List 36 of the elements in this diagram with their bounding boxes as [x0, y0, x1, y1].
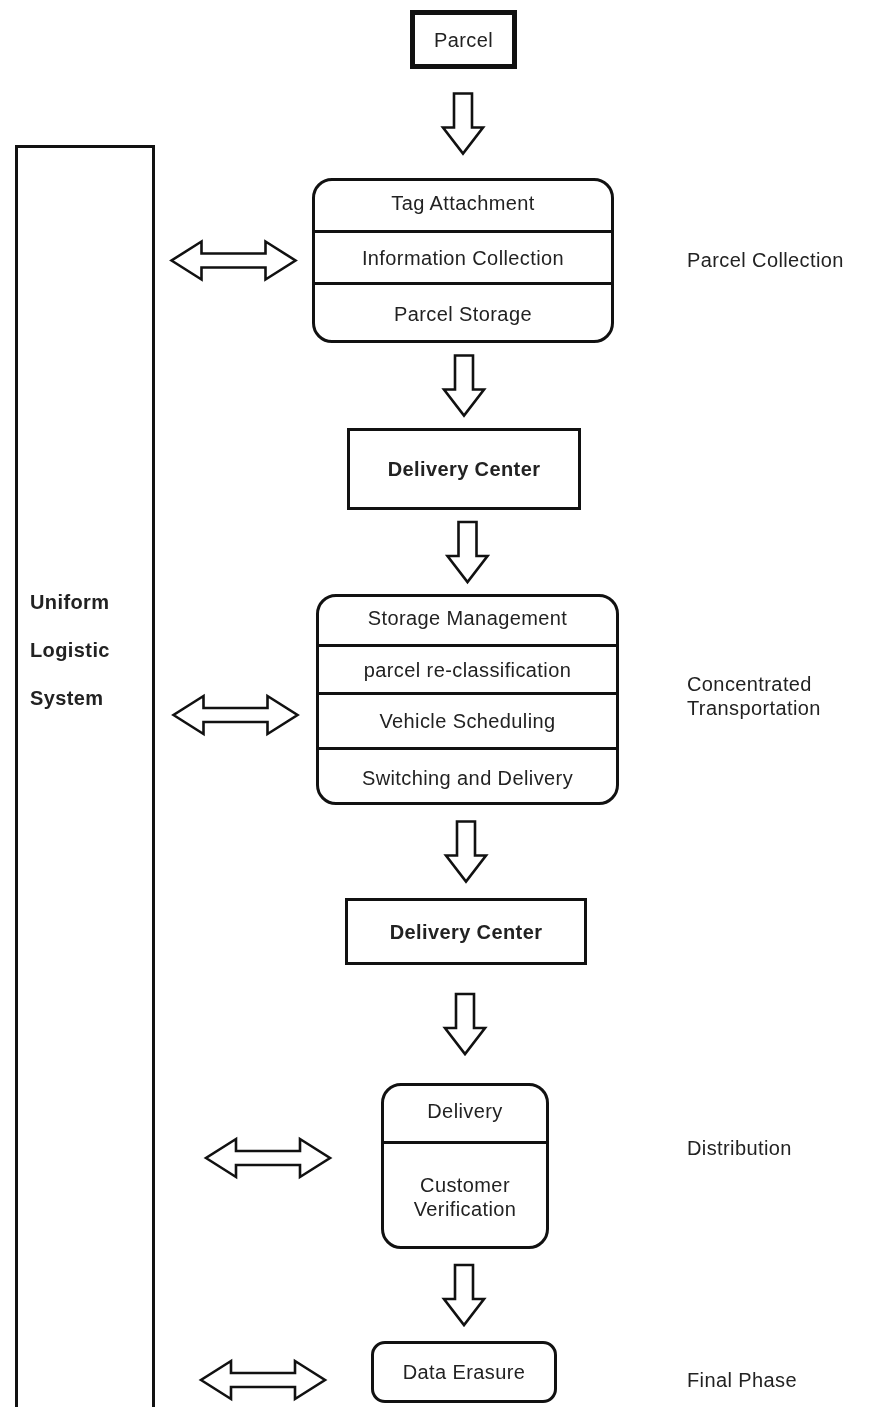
node-label: Information Collection	[361, 245, 565, 270]
double-block-arrow	[198, 1358, 328, 1402]
node-label: Vehicle Scheduling	[379, 709, 556, 733]
node-label: Customer Verification	[412, 1172, 518, 1221]
phase-label: Final Phase	[687, 1368, 798, 1392]
node-label: Delivery Center	[387, 457, 541, 481]
process-box	[347, 428, 581, 510]
process-group-box	[316, 594, 619, 805]
double-block-arrow	[171, 693, 300, 737]
process-group-box	[312, 178, 614, 343]
phase-label: Distribution	[687, 1136, 793, 1160]
node-label: Storage Management	[367, 605, 568, 630]
block-arrow	[442, 992, 488, 1057]
block-arrow	[444, 520, 491, 585]
block-arrow	[443, 820, 489, 884]
node-label: Parcel	[433, 27, 494, 52]
node-label: Delivery	[427, 1098, 503, 1123]
start-box	[410, 10, 517, 69]
phase-label: Concentrated Transportation	[687, 672, 822, 720]
phase-label: Parcel Collection	[687, 248, 845, 272]
process-box	[345, 898, 587, 965]
process-group-box	[381, 1083, 549, 1249]
process-box	[371, 1341, 557, 1403]
block-arrow	[441, 1263, 487, 1328]
double-block-arrow	[203, 1136, 333, 1180]
node-label: Parcel Storage	[394, 302, 532, 326]
system-column-box	[15, 145, 155, 1407]
node-label: Data Erasure	[402, 1360, 526, 1384]
node-label: parcel re-classification	[363, 657, 572, 682]
block-arrow	[440, 92, 486, 156]
block-arrow	[441, 354, 487, 418]
double-block-arrow	[169, 239, 298, 282]
system-label: Uniform Logistic System	[30, 590, 111, 711]
node-label: Tag Attachment	[391, 190, 535, 215]
node-label: Delivery Center	[389, 919, 543, 944]
node-label: Switching and Delivery	[361, 765, 574, 790]
